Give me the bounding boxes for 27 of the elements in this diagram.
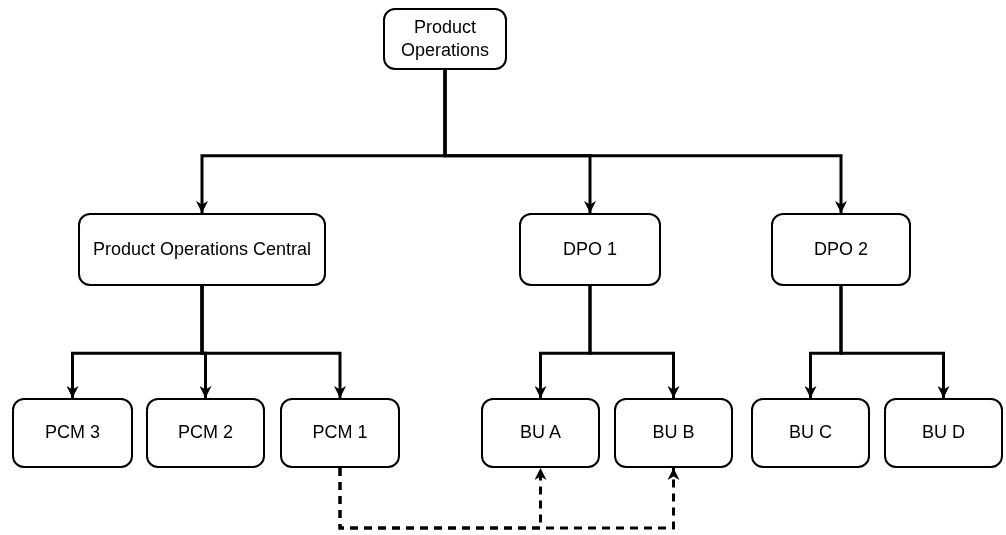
box-label: Product Operations bbox=[399, 15, 491, 62]
arrow bbox=[839, 286, 950, 398]
box-label: Product Operations Central bbox=[91, 237, 313, 261]
box-label: DPO 1 bbox=[562, 237, 618, 261]
org-box bbox=[146, 398, 265, 468]
box-label: PCM 3 bbox=[44, 421, 101, 445]
box-label: BU B bbox=[651, 421, 696, 445]
org-box bbox=[280, 398, 400, 468]
org-box bbox=[751, 398, 870, 468]
box-label: PCM 2 bbox=[177, 421, 234, 445]
org-box bbox=[519, 213, 661, 286]
arrow bbox=[200, 286, 346, 398]
arrow bbox=[443, 70, 847, 213]
box-label: DPO 2 bbox=[813, 237, 869, 261]
box-label: BU C bbox=[788, 421, 833, 445]
box-label: BU D bbox=[921, 421, 966, 445]
org-box bbox=[12, 398, 133, 468]
org-box bbox=[481, 398, 600, 468]
box-label: PCM 1 bbox=[311, 421, 369, 445]
org-box bbox=[78, 213, 326, 286]
org-box bbox=[884, 398, 1003, 468]
dashed-arrow bbox=[338, 468, 680, 530]
org-box bbox=[383, 8, 507, 70]
org-box bbox=[614, 398, 733, 468]
arrow bbox=[588, 286, 680, 398]
box-label: BU A bbox=[519, 421, 562, 445]
org-box bbox=[771, 213, 911, 286]
